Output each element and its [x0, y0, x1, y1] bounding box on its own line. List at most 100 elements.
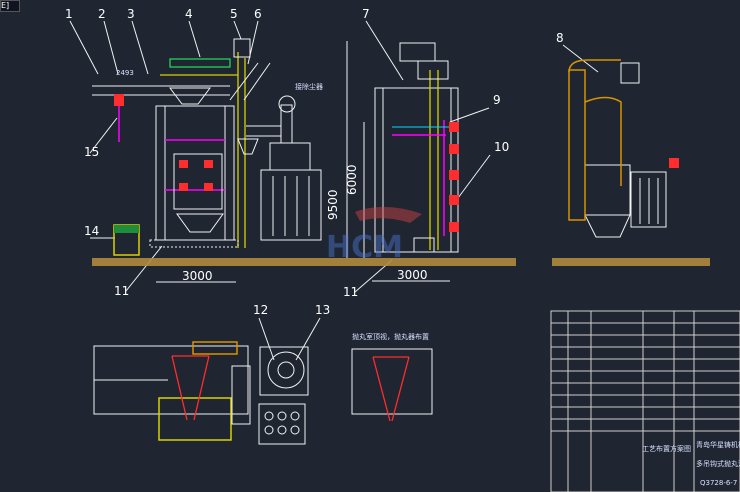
far-right-cyclone-body: [584, 164, 631, 216]
leader-2: [103, 20, 119, 75]
far-right-motor: [669, 158, 679, 168]
leader-11-left: [125, 245, 163, 292]
filter-hole-4: [264, 425, 274, 435]
title-drawing-caption: 多吊钩式抛丸清理机: [696, 459, 740, 468]
title-drawing-title: 工艺布置方案图: [642, 444, 691, 453]
callout-3: 3: [127, 7, 135, 21]
filter-hole-3: [290, 411, 300, 421]
title-company: 青岛华星铸机械有限公司: [696, 440, 740, 449]
right-shot-unit-2: [449, 144, 459, 154]
callout-11-left: 11: [114, 284, 129, 298]
leader-10: [457, 154, 491, 199]
callout-7: 7: [362, 7, 370, 21]
leader-3: [131, 20, 149, 75]
far-right-pipe-arc: [584, 96, 622, 186]
callout-1: 1: [65, 7, 73, 21]
callout-11-right: 11: [343, 285, 358, 299]
dimension-2493: 2493: [116, 69, 134, 77]
far-right-cyclone-cone: [584, 214, 631, 238]
bottom-left-frame-red: [171, 355, 210, 421]
callout-15: 15: [84, 145, 99, 159]
dimension-3000-right: 3000: [397, 268, 428, 282]
dust-collector-main: [260, 169, 322, 241]
shot-blast-unit-l1: [179, 160, 188, 168]
callout-8: 8: [556, 31, 564, 45]
watermark-text: HCM: [326, 230, 403, 265]
left-diagonal-1: [229, 62, 259, 101]
watermark-swoosh: [355, 206, 422, 223]
left-cone: [176, 213, 224, 233]
cyclone-cap: [278, 95, 296, 113]
filter-hole-5: [277, 425, 287, 435]
right-tower-head-2: [417, 60, 449, 80]
bottom-filter-block: [258, 403, 306, 445]
callout-9: 9: [493, 93, 501, 107]
ground-left: [92, 258, 516, 266]
leader-12: [258, 317, 275, 361]
right-tower-outline: [374, 87, 459, 253]
left-upper-conveyor: [169, 58, 231, 68]
right-shot-unit-4: [449, 195, 459, 205]
bottom-cyclone-inner: [277, 361, 295, 379]
shot-blast-unit-l4: [204, 183, 213, 191]
far-right-pipe-top: [568, 59, 621, 73]
leader-7: [365, 20, 404, 81]
left-motor-top: [233, 38, 251, 58]
dust-collector-top: [269, 142, 311, 171]
bottom-left-device: [231, 365, 251, 425]
leader-13: [295, 317, 321, 361]
callout-2: 2: [98, 7, 106, 21]
ground-right: [552, 258, 710, 266]
callout-14: 14: [84, 224, 99, 238]
collector-label: 接除尘器: [295, 82, 323, 91]
callout-13: 13: [315, 303, 330, 317]
filter-hole-2: [277, 411, 287, 421]
shot-blast-unit-l3: [179, 183, 188, 191]
callout-6: 6: [254, 7, 262, 21]
far-right-chimney: [568, 69, 586, 221]
left-diagonal-2: [243, 62, 271, 101]
right-base: [413, 237, 435, 253]
callout-4: 4: [185, 7, 193, 21]
shot-blast-units-left: [173, 153, 223, 210]
leader-5: [233, 20, 242, 40]
filter-hole-6: [290, 425, 300, 435]
leader-15: [89, 117, 118, 154]
bottom-cyclone-box: [259, 346, 309, 396]
bottom-right-red-frame: [372, 356, 410, 422]
leader-1: [69, 20, 99, 75]
bottom-cyclone-outer: [267, 351, 305, 389]
filter-hole-1: [264, 411, 274, 421]
bottom-room-note: 抛丸室顶视，抛丸器布置: [352, 332, 429, 341]
leader-8: [562, 44, 599, 73]
title-block-frame[interactable]: [550, 310, 740, 492]
left-grating: [149, 239, 239, 248]
right-shot-unit-1: [449, 122, 459, 132]
right-tower-head: [399, 42, 436, 62]
leader-4: [188, 20, 201, 58]
bottom-left-duct: [192, 341, 238, 355]
left-hoist: [114, 94, 124, 106]
cyclone-left-cone: [237, 138, 259, 155]
dimension-3000-left: 3000: [182, 269, 213, 283]
dimension-9500: 9500: [326, 189, 340, 220]
callout-5: 5: [230, 7, 238, 21]
leader-9: [449, 107, 490, 123]
bottom-left-inner: [158, 397, 232, 441]
left-hopper: [169, 87, 211, 105]
title-drawing-number: Q3728-6-7: [700, 479, 737, 487]
right-shot-unit-3: [449, 170, 459, 180]
far-right-top-unit: [620, 62, 640, 84]
callout-12: 12: [253, 303, 268, 317]
right-shot-unit-5: [449, 222, 459, 232]
shot-blast-unit-l2: [204, 160, 213, 168]
logo-watermark: HCM: [326, 206, 422, 265]
bottom-right-room: [351, 348, 433, 415]
far-right-filter: [630, 171, 667, 228]
cyclone-top: [280, 104, 293, 144]
callout-10: 10: [494, 140, 509, 154]
window-corner-label: E]: [0, 0, 20, 12]
dimension-6000: 6000: [345, 164, 359, 195]
